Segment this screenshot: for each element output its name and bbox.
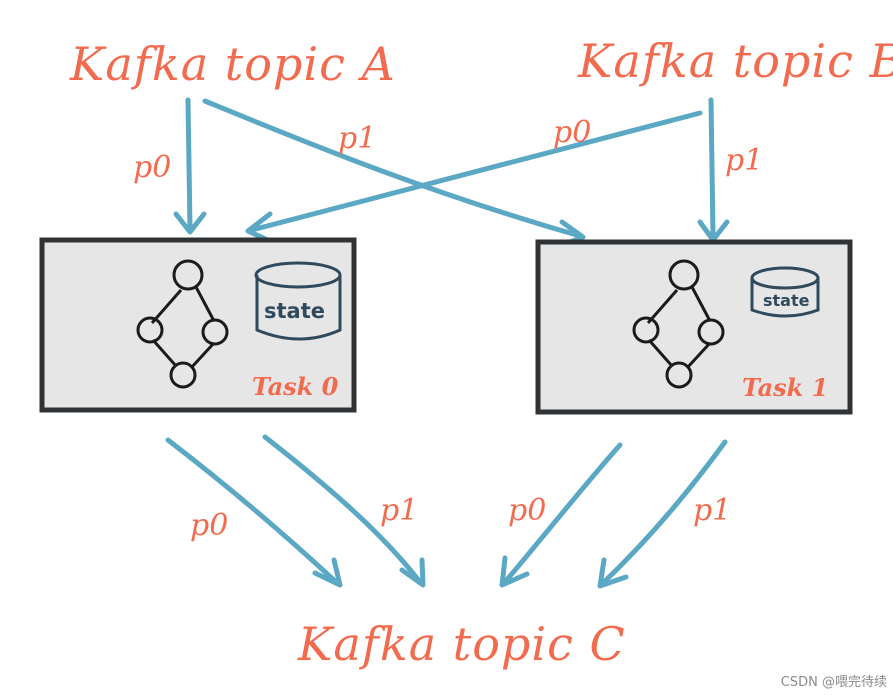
label-topic-b-p0: p0: [553, 115, 591, 150]
watermark: CSDN @喂完待续: [780, 675, 887, 690]
dag-icon: [136, 259, 229, 389]
label-topic-b-p1: p1: [725, 143, 763, 178]
state-store-icon: state: [254, 261, 342, 341]
label-task-1-p1: p1: [693, 493, 731, 528]
arrow-topic-a-p0-to-task-0: [173, 97, 207, 235]
topic-b-label: Kafka topic B: [577, 34, 893, 88]
topic-a-label: Kafka topic A: [69, 37, 396, 91]
label-task-0-p0: p0: [190, 508, 228, 543]
label-task-1-p0: p0: [508, 493, 546, 528]
task-0-box: state Task 0: [39, 237, 357, 413]
arrow-task-0-p1-to-topic-c: [262, 434, 426, 588]
arrow-topic-a-p1-to-task-1: [202, 98, 586, 249]
arrow-task-1-p0-to-topic-c: [499, 442, 623, 588]
task-1-label: Task 1: [742, 373, 828, 402]
arrow-topic-b-p1-to-task-1: [697, 97, 730, 243]
label-topic-a-p1: p1: [338, 121, 376, 156]
arrow-topic-b-p0-to-task-0: [245, 110, 703, 245]
topic-c-label: Kafka topic C: [297, 617, 626, 671]
task-1-state-label: state: [763, 291, 810, 310]
task-0-label: Task 0: [252, 372, 339, 401]
arrow-task-0-p0-to-topic-c: [165, 437, 343, 588]
task-0-state-label: state: [264, 299, 325, 323]
label-task-0-p1: p1: [380, 493, 418, 528]
arrow-task-1-p1-to-topic-c: [597, 439, 728, 589]
state-store-icon: state: [750, 266, 820, 318]
label-topic-a-p0: p0: [133, 150, 171, 185]
dag-icon: [632, 259, 725, 389]
task-1-box: state Task 1: [535, 239, 853, 415]
